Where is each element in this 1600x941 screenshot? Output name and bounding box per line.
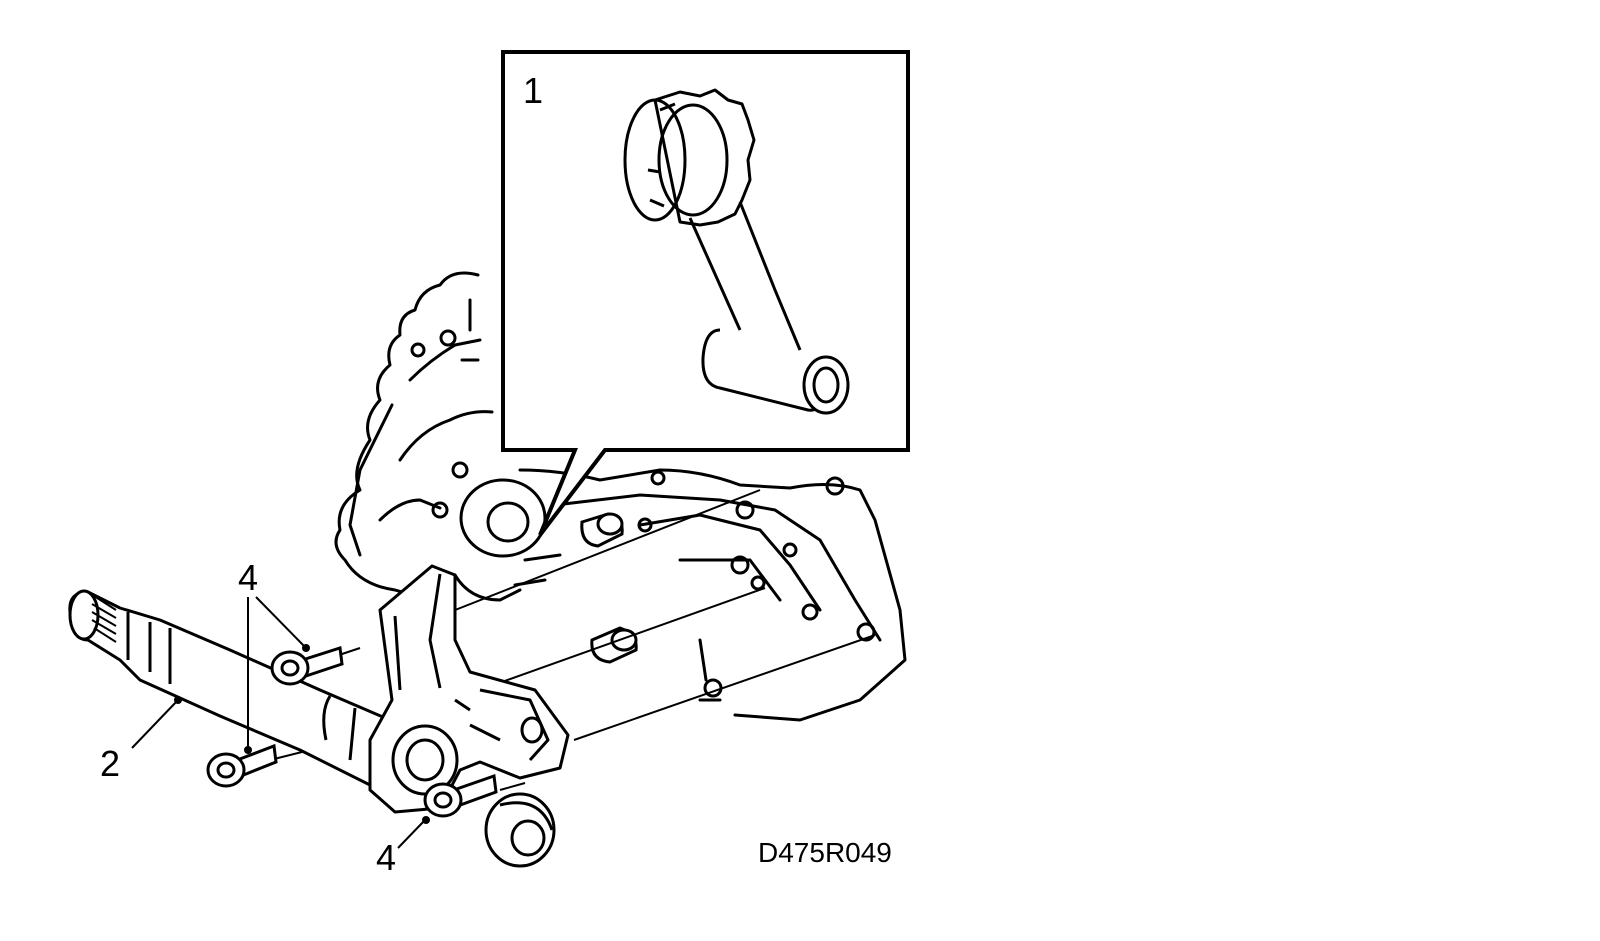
callout-4-lower-label: 4 bbox=[376, 837, 396, 878]
knock-pin-lower bbox=[590, 626, 638, 664]
leader-lines bbox=[131, 596, 426, 849]
callout-1-label: 1 bbox=[523, 70, 543, 111]
figure-code: D475R049 bbox=[758, 837, 892, 868]
dust-cover bbox=[484, 792, 556, 868]
bearing-bracket bbox=[368, 564, 570, 814]
inset-panel: 1 bbox=[501, 50, 910, 537]
special-service-tool bbox=[623, 88, 850, 415]
callout-2-label: 2 bbox=[100, 743, 120, 784]
bolt-bracket bbox=[423, 773, 498, 818]
bolt-upper bbox=[270, 646, 344, 686]
drive-shaft bbox=[68, 589, 397, 792]
leader-dots bbox=[174, 644, 430, 824]
callout-4-upper-label: 4 bbox=[238, 557, 258, 598]
knock-pin-upper bbox=[580, 512, 624, 548]
bolt-lower bbox=[206, 743, 278, 788]
